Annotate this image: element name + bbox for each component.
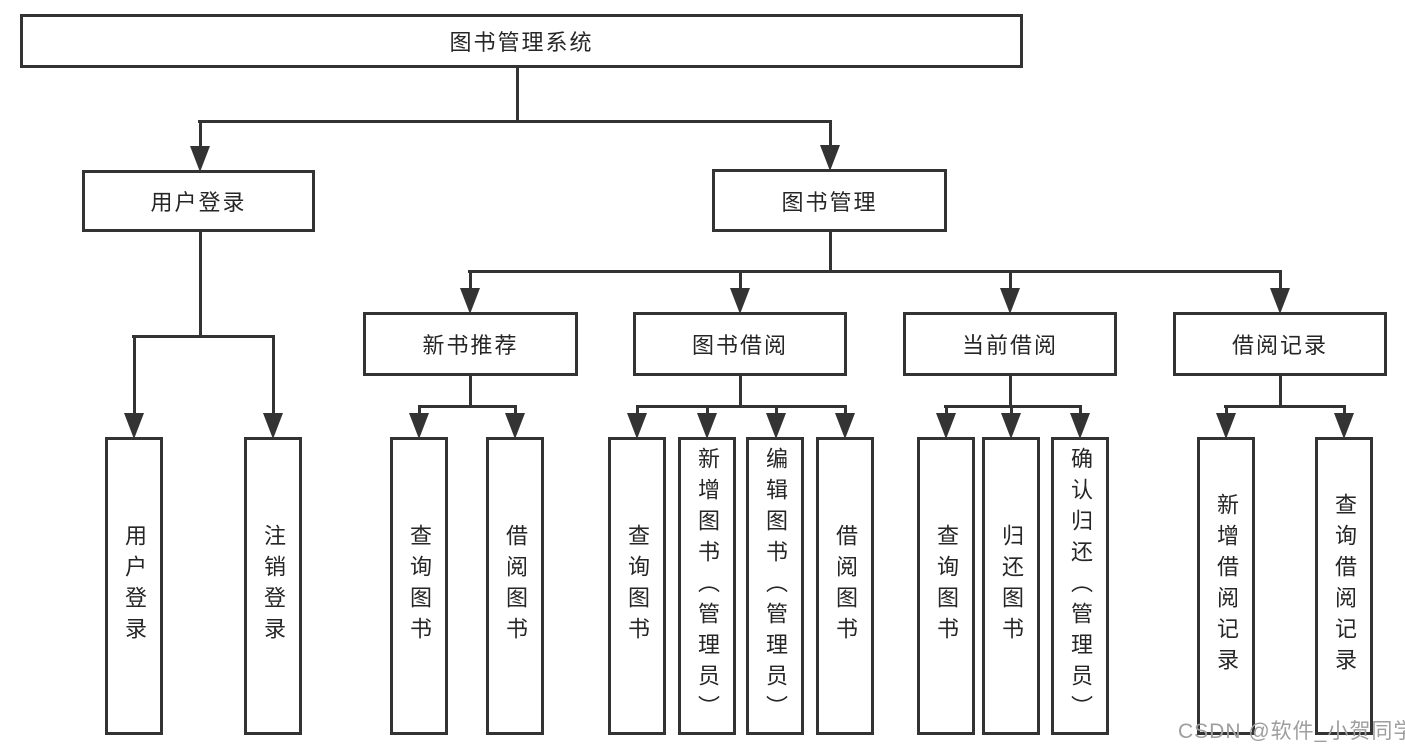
- connector-line: [1010, 405, 1013, 415]
- leaf-user-login: 用户登录: [105, 437, 163, 735]
- node-book-borrowing: 图书借阅: [633, 312, 847, 376]
- connector-line: [706, 405, 709, 415]
- arrowhead-down-icon: [820, 145, 840, 171]
- connector-line: [739, 270, 742, 290]
- arrowhead-down-icon: [409, 413, 429, 439]
- arrowhead-down-icon: [263, 413, 283, 439]
- connector-line: [418, 405, 517, 408]
- node-borrowing-records-label: 借阅记录: [1231, 333, 1328, 358]
- leaf-edit-book-admin: 编辑图书（管理员）: [746, 437, 804, 735]
- leaf-borrow-books-1-label: 借阅图书: [503, 524, 528, 648]
- leaf-query-books-1-label: 查询图书: [407, 524, 432, 648]
- arrowhead-down-icon: [766, 413, 786, 439]
- leaf-edit-book-admin-label: 编辑图书（管理员）: [763, 446, 788, 726]
- connector-line: [829, 120, 832, 149]
- leaf-logout-label: 注销登录: [261, 524, 286, 648]
- leaf-logout: 注销登录: [244, 437, 302, 735]
- arrowhead-down-icon: [835, 413, 855, 439]
- arrowhead-down-icon: [460, 288, 480, 314]
- leaf-add-book-admin-label: 新增图书（管理员）: [695, 446, 720, 726]
- connector-line: [418, 405, 421, 415]
- connector-line: [636, 405, 639, 415]
- watermark-text: CSDN @软件_小贺同学: [1178, 720, 1405, 743]
- connector-line: [1279, 376, 1282, 408]
- connector-line: [1225, 405, 1228, 415]
- node-user-login: 用户登录: [82, 170, 315, 232]
- arrowhead-down-icon: [505, 413, 525, 439]
- node-user-login-label: 用户登录: [150, 190, 247, 215]
- arrowhead-down-icon: [1334, 413, 1354, 439]
- connector-line: [132, 335, 275, 338]
- arrowhead-down-icon: [697, 413, 717, 439]
- arrowhead-down-icon: [190, 146, 210, 172]
- arrowhead-down-icon: [730, 288, 750, 314]
- connector-line: [514, 405, 517, 415]
- arrowhead-down-icon: [1001, 413, 1021, 439]
- connector-line: [133, 335, 136, 415]
- node-borrowing-records: 借阅记录: [1173, 312, 1387, 376]
- leaf-borrow-books-2-label: 借阅图书: [833, 524, 858, 648]
- leaf-borrow-books-1: 借阅图书: [486, 437, 544, 735]
- arrowhead-down-icon: [1070, 413, 1090, 439]
- leaf-query-books-2: 查询图书: [608, 437, 666, 735]
- connector-line: [775, 405, 778, 415]
- arrowhead-down-icon: [1216, 413, 1236, 439]
- arrowhead-down-icon: [627, 413, 647, 439]
- node-new-book-recommend: 新书推荐: [363, 312, 578, 376]
- node-new-book-recommend-label: 新书推荐: [422, 333, 519, 358]
- connector-line: [1224, 405, 1346, 408]
- node-book-management-label: 图书管理: [781, 189, 878, 215]
- node-library-system: 图书管理系统: [20, 14, 1023, 68]
- connector-line: [1279, 270, 1282, 290]
- connector-line: [844, 405, 847, 415]
- connector-line: [272, 335, 275, 415]
- node-library-system-label: 图书管理系统: [449, 30, 594, 55]
- leaf-query-borrow-record-label: 查询借阅记录: [1332, 493, 1357, 679]
- leaf-add-borrow-record-label: 新增借阅记录: [1214, 493, 1239, 679]
- connector-line: [1343, 405, 1346, 415]
- leaf-query-books-1: 查询图书: [390, 437, 448, 735]
- leaf-query-books-3-label: 查询图书: [934, 524, 959, 648]
- node-current-borrowing: 当前借阅: [903, 312, 1117, 376]
- connector-line: [1079, 405, 1082, 415]
- connector-line: [198, 120, 832, 123]
- connector-line: [1009, 376, 1012, 408]
- connector-line: [636, 405, 847, 408]
- arrowhead-down-icon: [1270, 288, 1290, 314]
- leaf-confirm-return-admin: 确认归还（管理员）: [1051, 437, 1109, 735]
- connector-line: [516, 68, 519, 122]
- connector-line: [469, 270, 472, 290]
- leaf-query-books-3: 查询图书: [917, 437, 975, 735]
- connector-line: [945, 405, 948, 415]
- leaf-return-books-label: 归还图书: [999, 524, 1024, 648]
- node-book-management: 图书管理: [712, 169, 947, 232]
- arrowhead-down-icon: [936, 413, 956, 439]
- connector-line: [199, 232, 202, 338]
- connector-line: [1009, 270, 1012, 290]
- connector-line: [469, 376, 472, 408]
- leaf-add-book-admin: 新增图书（管理员）: [678, 437, 736, 735]
- node-current-borrowing-label: 当前借阅: [961, 333, 1058, 358]
- connector-line: [739, 376, 742, 408]
- leaf-user-login-label: 用户登录: [122, 524, 147, 648]
- leaf-borrow-books-2: 借阅图书: [816, 437, 874, 735]
- leaf-return-books: 归还图书: [982, 437, 1040, 735]
- leaf-query-books-2-label: 查询图书: [625, 524, 650, 648]
- connector-line: [199, 120, 202, 150]
- connector-line: [468, 270, 1282, 273]
- connector-line: [944, 405, 1082, 408]
- leaf-add-borrow-record: 新增借阅记录: [1197, 437, 1255, 735]
- leaf-confirm-return-admin-label: 确认归还（管理员）: [1068, 446, 1093, 726]
- node-book-borrowing-label: 图书借阅: [691, 333, 788, 358]
- arrowhead-down-icon: [124, 413, 144, 439]
- arrowhead-down-icon: [1000, 288, 1020, 314]
- connector-line: [829, 232, 832, 273]
- leaf-query-borrow-record: 查询借阅记录: [1315, 437, 1373, 735]
